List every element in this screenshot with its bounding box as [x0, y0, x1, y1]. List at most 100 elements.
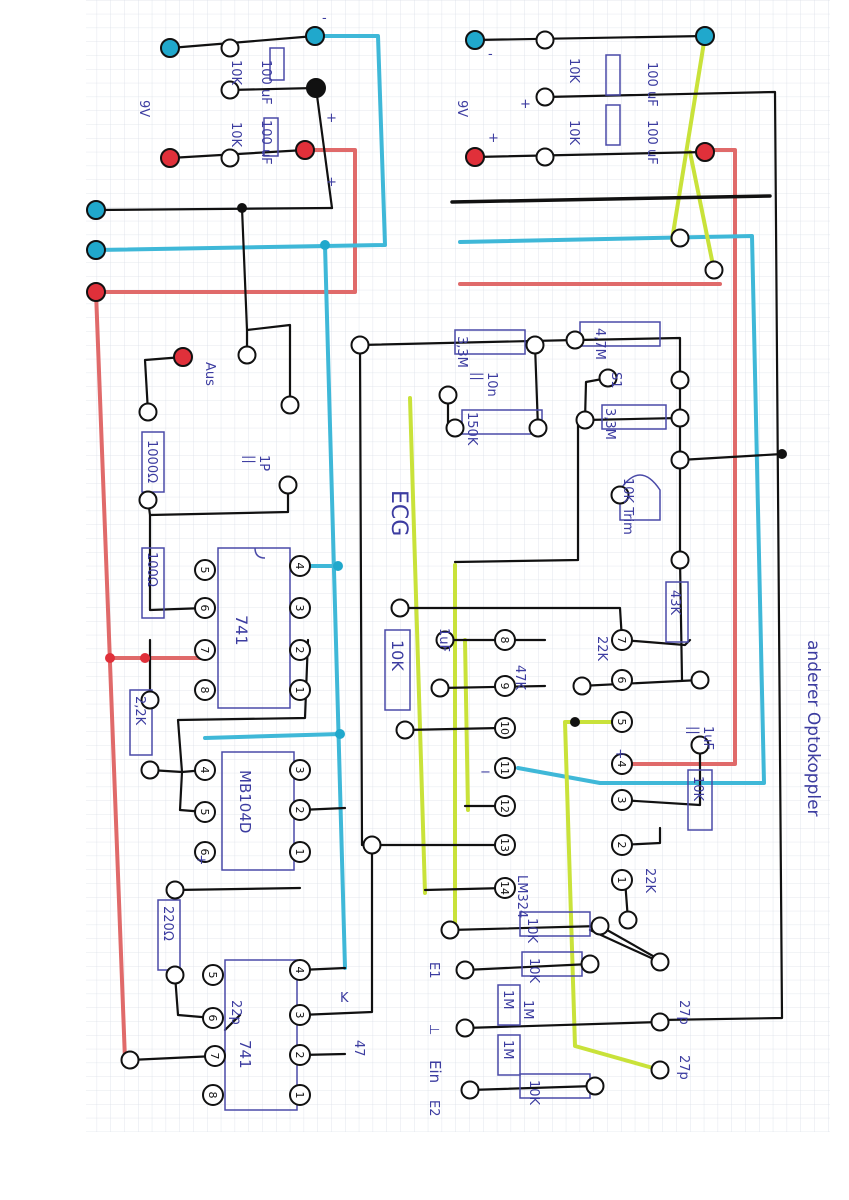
r10k-h1-box	[519, 911, 591, 937]
wire	[463, 962, 592, 972]
s1-label: S1	[608, 372, 623, 389]
junction-21	[565, 330, 585, 350]
junction-18	[445, 418, 465, 438]
ic-pin-20	[289, 1044, 311, 1066]
labels: 9V 10K 100 uF 10K 100 uF - + + 9V 10K 10…	[132, 11, 823, 1117]
junction-13	[165, 880, 185, 900]
terminal-black	[306, 78, 326, 98]
ic-pin-5	[289, 597, 311, 619]
r10kh2-label: 10K	[526, 958, 541, 984]
ic-pin-number-17: 8	[206, 1092, 219, 1099]
junction-1	[220, 80, 240, 100]
ic-pin-10	[194, 841, 216, 863]
wire	[128, 1054, 217, 1062]
ic-pin-34	[611, 834, 633, 856]
right-res-bottom-label: 10K	[566, 120, 581, 146]
r1m-a-box	[497, 984, 521, 1026]
yellow-wire-pin12	[463, 638, 470, 812]
ic-pin-12	[289, 799, 311, 821]
switch-note-label: 1P||	[242, 455, 271, 471]
terminal-0	[160, 38, 180, 58]
wire	[148, 513, 207, 612]
junction-8	[278, 475, 298, 495]
cap22p-label: 22p	[228, 1000, 243, 1025]
junction-28	[610, 485, 630, 505]
ic-pin-17	[202, 1084, 224, 1106]
junction-0	[220, 38, 240, 58]
k-label: K	[340, 991, 349, 1006]
r33m-box	[454, 329, 526, 355]
r22kb-label: 22K	[642, 868, 657, 894]
junction-39	[460, 1080, 480, 1100]
nodes: 5678432145632156784321891011121314765432…	[86, 26, 787, 1106]
yellow-wire-pin5	[563, 720, 662, 1072]
dot-7	[570, 717, 580, 727]
ic-pin-14	[202, 964, 224, 986]
ground-rail	[94, 206, 334, 212]
wire	[168, 34, 317, 50]
junction-33	[572, 676, 592, 696]
ic-pin-number-26: 12	[498, 799, 511, 813]
junction-22	[598, 368, 618, 388]
e2-label: E2	[426, 1100, 441, 1117]
ic-pin-number-11: 3	[293, 767, 306, 774]
ic-pin-number-7: 1	[293, 687, 306, 694]
right-margin-note: anderer Optokoppler	[803, 640, 823, 817]
ic-pin-number-3: 8	[198, 687, 211, 694]
terminal-9	[86, 200, 106, 220]
ic-pin-number-18: 4	[293, 967, 306, 974]
left-res-top-label: 10K	[228, 60, 243, 86]
junction-32	[430, 678, 450, 698]
wire	[298, 843, 374, 1017]
junction-2	[220, 148, 240, 168]
ic-pin-11	[289, 759, 311, 781]
junction-3	[535, 30, 555, 50]
ic-pin-28	[494, 877, 516, 899]
junction-40	[585, 1076, 605, 1096]
junction-38	[455, 1018, 475, 1038]
junction-24	[670, 370, 690, 390]
ic-pin-25	[494, 757, 516, 779]
ic-pin-number-14: 5	[206, 972, 219, 979]
cap1uf-label: 1uF	[436, 628, 451, 652]
right-cap-bottom-label: 100 uF	[644, 120, 659, 165]
wire	[176, 638, 310, 774]
ic-pin-number-4: 4	[293, 563, 306, 570]
junction-17	[438, 385, 458, 405]
r33m-label: 3,3M	[454, 336, 469, 368]
ic-pin-22	[494, 629, 516, 651]
terminal-4	[160, 148, 180, 168]
ic-pin-0	[194, 559, 216, 581]
junction-47	[690, 735, 710, 755]
dot-2	[333, 561, 343, 571]
junction-6	[237, 345, 257, 365]
r10k-v-box	[384, 629, 411, 711]
wire	[143, 355, 185, 414]
right-res-top-label: 10K	[566, 58, 581, 84]
terminal-2	[465, 30, 485, 50]
ic741-label: 741	[232, 615, 251, 646]
r1mb-label: 1M	[500, 1040, 515, 1060]
dot-0	[237, 203, 247, 213]
cyan-wire-left-rail	[323, 243, 347, 970]
dot-4	[105, 653, 115, 663]
junction-37	[455, 960, 475, 980]
gnd-label: ⊥	[426, 1024, 441, 1035]
left-cap-bottom-label: 100 uF	[258, 120, 273, 165]
notch	[254, 547, 266, 559]
r33mb-label: 3,3M	[602, 408, 617, 440]
ic-pin-15	[202, 1007, 224, 1029]
terminal-6	[465, 147, 485, 167]
yellow-wire-supply-b	[688, 150, 716, 272]
ic-pin-number-9: 5	[198, 809, 211, 816]
ic-pin-24	[494, 717, 516, 739]
junction-45	[650, 1060, 670, 1080]
r47m-label: 4,7M	[592, 328, 607, 360]
trim-outline	[619, 474, 661, 521]
r22k-label: 2,2K	[132, 696, 147, 726]
cyan-wire-right-rail	[458, 234, 766, 785]
junction-12	[140, 760, 160, 780]
wire	[618, 826, 662, 847]
plus-pin-label: +	[615, 747, 626, 762]
r100-box	[141, 547, 165, 619]
